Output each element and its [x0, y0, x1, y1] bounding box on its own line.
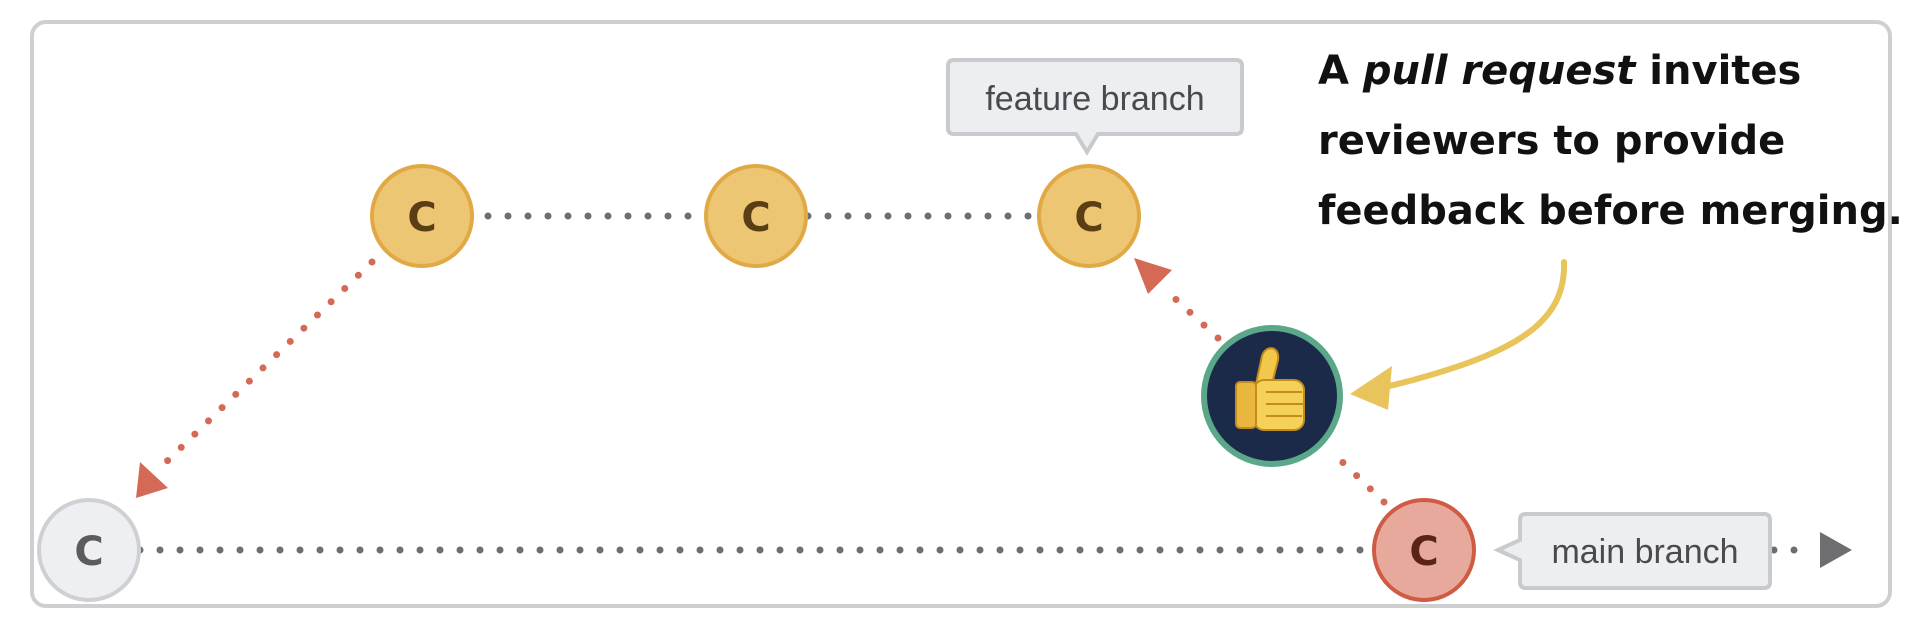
main-branch-label-text: main branch [1551, 533, 1738, 571]
base-commit: C [37, 498, 141, 602]
feature-commit-2: C [704, 164, 808, 268]
feature-branch-label: feature branch [946, 58, 1244, 156]
commit-label: C [1409, 529, 1438, 575]
callout-arrow-head-icon [1350, 366, 1392, 410]
merge-arrow-icon [1134, 258, 1172, 294]
feature-commit-1: C [370, 164, 474, 268]
merge-line-lower [1328, 448, 1388, 506]
merge-line-upper [1166, 290, 1222, 342]
main-branch-label: main branch [1493, 512, 1772, 590]
commit-label: C [74, 529, 103, 575]
commit-label: C [741, 195, 770, 241]
feature-branch-label-text: feature branch [985, 80, 1204, 118]
commit-label: C [1074, 195, 1103, 241]
main-branch-arrow-icon [1820, 532, 1852, 568]
callout-line-1: A pull request invites [1318, 48, 1802, 94]
thumbs-up-icon [1235, 347, 1305, 431]
commit-label: C [407, 195, 436, 241]
callout-line-2: reviewers to provide [1318, 118, 1786, 164]
merge-commit: C [1372, 498, 1476, 602]
callout-line-3: feedback before merging. [1318, 188, 1903, 234]
feature-commit-3: C [1037, 164, 1141, 268]
callout-arrow [1359, 259, 1568, 395]
callout-emphasis: pull request [1362, 48, 1636, 94]
approval-badge [1201, 325, 1343, 467]
pull-request-callout: A pull request invites reviewers to prov… [1318, 36, 1903, 246]
branch-off-line [156, 258, 376, 472]
branch-off-arrow-icon [136, 462, 168, 498]
